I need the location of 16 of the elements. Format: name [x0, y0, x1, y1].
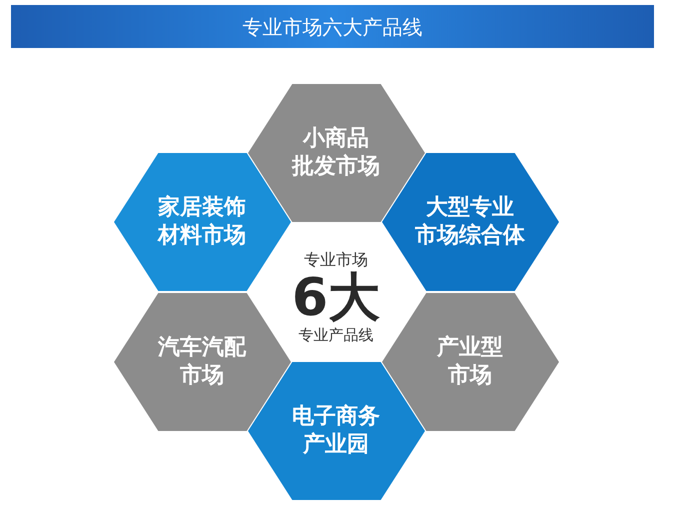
hexagon-label: 家居装饰材料市场 — [158, 194, 246, 250]
hexagon-label: 大型专业市场综合体 — [415, 194, 525, 250]
hexagon-tile — [114, 153, 290, 291]
hexagon-tile — [382, 293, 558, 431]
subtitle-text: 专业产品线 — [298, 327, 374, 344]
hexagon-tile — [248, 362, 424, 500]
hexagon-label: 电子商务产业园 — [292, 403, 380, 459]
hexagon-tile — [382, 153, 558, 291]
hexagon-label: 产业型市场 — [437, 334, 503, 390]
hexagon-label: 汽车汽配市场 — [158, 334, 246, 390]
title-text: 专业市场六大产品线 — [242, 14, 422, 38]
hexagon-tile — [248, 84, 424, 222]
hexagon-tile — [114, 293, 290, 431]
heading-text: 专业市场 — [304, 251, 368, 269]
big-number-text: 6大 — [292, 268, 380, 328]
hexagon-label: 小商品批发市场 — [292, 125, 380, 181]
